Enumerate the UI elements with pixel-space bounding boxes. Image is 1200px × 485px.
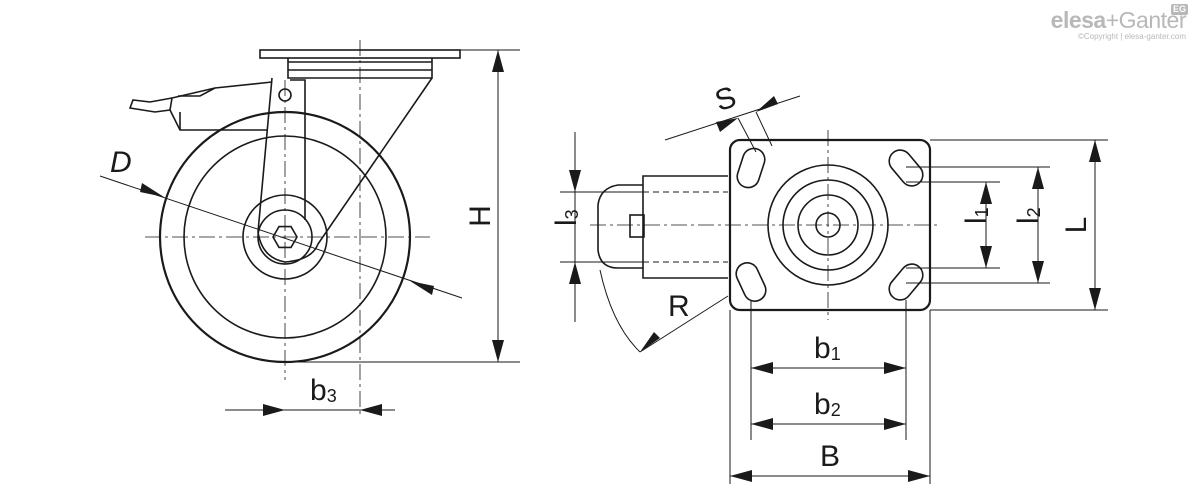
label-L: L — [1060, 217, 1093, 234]
label-l1-sub: 1 — [972, 207, 992, 217]
label-l3-sub: 3 — [562, 209, 582, 219]
label-D: D — [110, 146, 132, 179]
fork-inner — [290, 79, 306, 220]
label-b3-sub: 3 — [327, 386, 337, 406]
diameter-line — [99, 175, 463, 299]
label-l2: l — [1012, 217, 1045, 224]
logo-plus: + — [1105, 7, 1119, 33]
slot-bottom-right — [888, 263, 924, 301]
svg-text:l3: l3 — [550, 209, 583, 226]
fork — [257, 77, 433, 263]
label-b1-sub: 1 — [831, 344, 841, 364]
svg-text:b1: b1 — [814, 332, 841, 365]
brake-projection — [642, 175, 728, 279]
label-l2-sub: 2 — [1024, 207, 1044, 217]
brake-body — [169, 81, 273, 131]
brake-pedal-top — [597, 184, 643, 269]
logo-copyright: ©Copyright | elesa-ganter.com — [1077, 32, 1186, 41]
brand-logo: EG elesa+Ganter ©Copyright | elesa-gante… — [1050, 4, 1188, 41]
label-S: S — [711, 80, 740, 118]
label-l1: l — [960, 217, 993, 224]
swing-radius-arc — [599, 269, 641, 353]
logo-badge: EG — [1170, 4, 1188, 15]
label-H: H — [464, 205, 497, 227]
label-b2: b — [814, 388, 831, 421]
slot-top-left — [736, 147, 766, 189]
brake-pedal — [128, 97, 173, 113]
svg-text:b2: b2 — [814, 388, 841, 421]
side-view: D H b3 — [99, 40, 520, 416]
logo-brand-a: elesa — [1050, 7, 1107, 33]
label-R: R — [668, 290, 690, 323]
svg-text:b3: b3 — [310, 374, 337, 407]
svg-text:l1: l1 — [960, 207, 993, 224]
label-l3: l — [550, 219, 583, 226]
slot-top-right — [888, 149, 924, 187]
label-b2-sub: 2 — [831, 400, 841, 420]
label-B: B — [820, 440, 840, 473]
brake-pin — [629, 214, 645, 238]
label-b3: b — [310, 374, 327, 407]
dim-R — [639, 295, 729, 353]
svg-text:l2: l2 — [1012, 207, 1045, 224]
top-view: R S l3 l1 l2 L — [550, 80, 1108, 484]
label-b1: b — [814, 332, 831, 365]
slot-bottom-left — [735, 262, 767, 302]
